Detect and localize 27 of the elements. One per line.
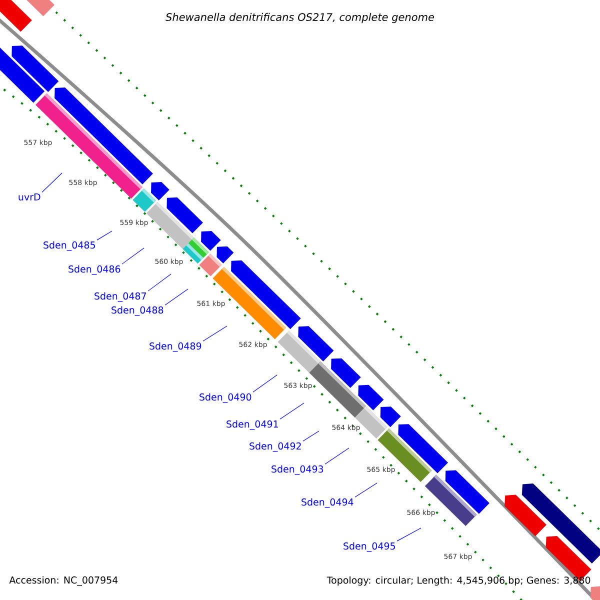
leader-line bbox=[302, 430, 320, 442]
leader-line bbox=[354, 482, 378, 498]
leader-line bbox=[324, 448, 350, 464]
leader-line bbox=[96, 230, 112, 240]
leader-line bbox=[252, 374, 278, 392]
leader-line bbox=[280, 402, 304, 420]
gene-label: Sden_0486 bbox=[68, 265, 120, 275]
gene-label: Sden_0492 bbox=[250, 442, 301, 452]
title: Shewanella denitrificans OS217, complete genome bbox=[166, 12, 434, 24]
footer-text: Topology: circular; Length: 4,545,906 bp; Genes: 3,880 bbox=[326, 576, 590, 586]
leader-line bbox=[42, 172, 62, 193]
leader-line bbox=[148, 274, 172, 292]
gene-label: Sden_0489 bbox=[150, 342, 202, 352]
gene-label: Sden_0495 bbox=[344, 542, 395, 552]
leader-line bbox=[164, 288, 188, 306]
gene-label: Sden_0488 bbox=[112, 306, 164, 316]
leader-line bbox=[396, 528, 422, 542]
gene-label: uvrD bbox=[18, 193, 40, 201]
gene-label: Sden_0487 bbox=[94, 292, 146, 302]
gene-label: Sden_0490 bbox=[200, 393, 252, 403]
leader-line bbox=[122, 248, 144, 264]
footer-text: Accession: NC_007954 bbox=[9, 576, 118, 586]
gene-label: Sden_0493 bbox=[272, 465, 324, 475]
gene-label: Sden_0485 bbox=[44, 241, 95, 251]
gene-label: Sden_0494 bbox=[302, 498, 354, 508]
gene-label: Sden_0491 bbox=[226, 420, 278, 430]
leader-line bbox=[202, 326, 228, 342]
